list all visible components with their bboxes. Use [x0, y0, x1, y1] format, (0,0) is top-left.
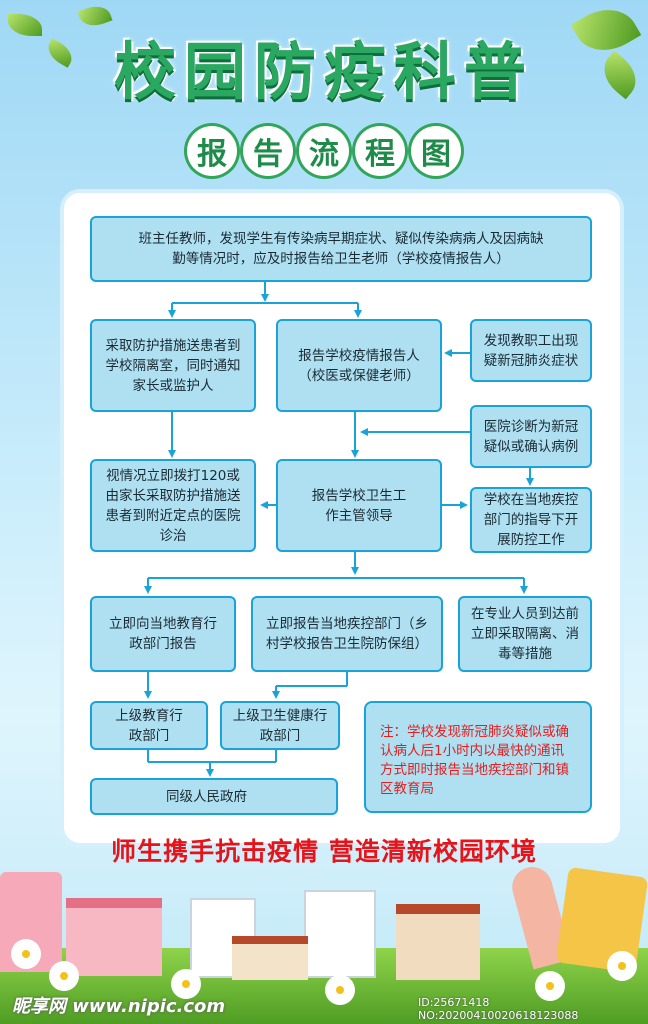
building-decoration [304, 890, 376, 978]
flower-decoration [612, 956, 632, 976]
box-education-report: 立即向当地教育行政部门报告 [90, 596, 236, 672]
box-health-leader: 报告学校卫生工作主管领导 [276, 459, 442, 552]
watermark-id: ID:25671418 NO:20200410020618123088 [418, 996, 579, 1022]
flower-decoration [330, 980, 350, 1000]
watermark-logo: 昵享网 www.nipic.com [12, 996, 226, 1017]
school-building-decoration [396, 904, 480, 980]
box-note: 注：学校发现新冠肺炎疑似或确认病人后1小时内以最快的通讯方式即时报告当地疾控部门… [364, 701, 592, 813]
flower-decoration [176, 974, 196, 994]
box-upper-education: 上级教育行政部门 [90, 701, 208, 750]
subtitle: 报 告 流 程 图 [0, 126, 648, 176]
page-title: 校园防疫科普 [113, 35, 534, 108]
slogan: 师生携手抗击疫情 营造清新校园环境 [111, 837, 537, 866]
subtitle-char: 告 [243, 126, 293, 176]
box-government: 同级人民政府 [90, 778, 338, 815]
subtitle-char: 流 [299, 126, 349, 176]
box-measures: 在专业人员到达前立即采取隔离、消毒等措施 [458, 596, 592, 672]
subtitle-char: 图 [411, 126, 461, 176]
box-cdc-report: 立即报告当地疾控部门（乡村学校报告卫生院防保组） [251, 596, 443, 672]
notebook-decoration [555, 866, 648, 974]
box-teacher-report: 班主任教师，发现学生有传染病早期症状、疑似传染病病人及因病缺勤等情况时，应及时报… [90, 216, 592, 282]
subtitle-char: 程 [355, 126, 405, 176]
building-decoration [66, 898, 162, 976]
box-reporter: 报告学校疫情报告人（校医或保健老师） [276, 319, 442, 412]
building-decoration [232, 936, 308, 980]
box-cdc-guidance: 学校在当地疾控部门的指导下开展防控工作 [470, 487, 592, 553]
leaf-decoration [8, 14, 42, 36]
subtitle-char: 报 [187, 126, 237, 176]
box-isolate: 采取防护措施送患者到学校隔离室，同时通知家长或监护人 [90, 319, 256, 412]
box-hospital-diagnosis: 医院诊断为新冠疑似或确认病例 [470, 405, 592, 468]
flower-decoration [16, 944, 36, 964]
flower-decoration [540, 976, 560, 996]
box-upper-health: 上级卫生健康行政部门 [220, 701, 340, 750]
box-call-120: 视情况立即拨打120或由家长采取防护措施送患者到附近定点的医院诊治 [90, 459, 256, 552]
box-staff-symptom: 发现教职工出现疑新冠肺炎症状 [470, 319, 592, 382]
flower-decoration [54, 966, 74, 986]
